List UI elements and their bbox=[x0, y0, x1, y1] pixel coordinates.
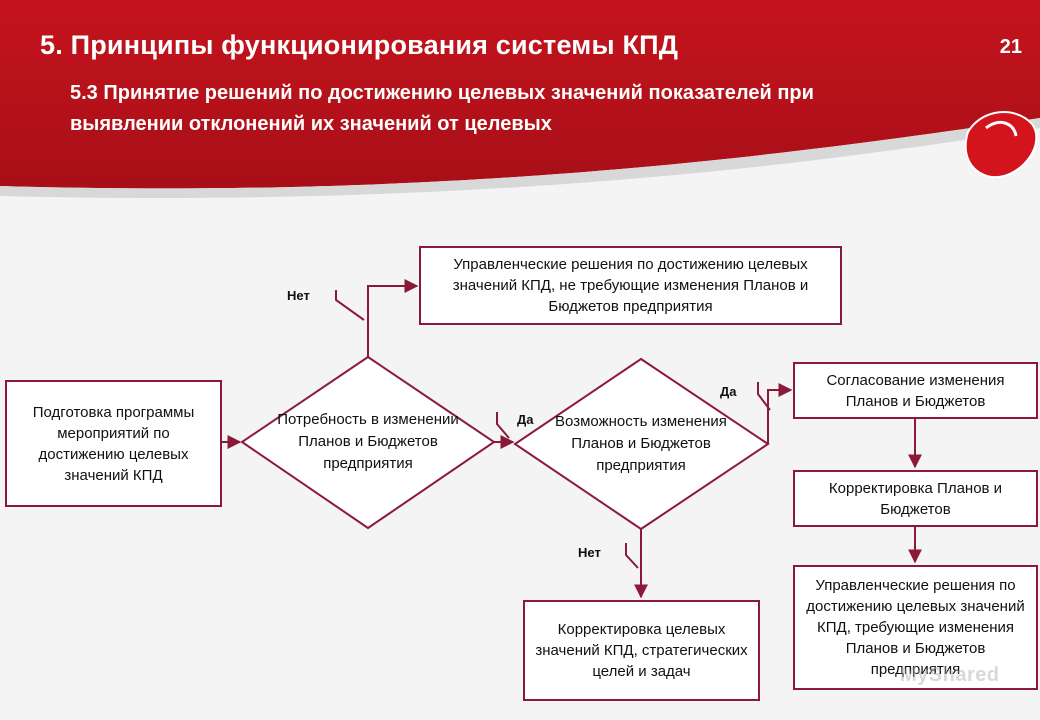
logo-shape bbox=[964, 111, 1038, 179]
bottom-box: Корректировка целевых значений КПД, стра… bbox=[523, 600, 760, 701]
right-box-1: Согласование изменения Планов и Бюджетов bbox=[793, 362, 1038, 419]
watermark: MyShared bbox=[900, 664, 1000, 686]
tick-yes-2 bbox=[757, 382, 771, 411]
right-box-2: Корректировка Планов и Бюджетов bbox=[793, 470, 1038, 527]
page-subtitle: 5.3 Принятие решений по достижению целев… bbox=[70, 82, 814, 135]
page-title: 5. Принципы функционирования системы КПД bbox=[40, 30, 679, 60]
label-no-1: Нет bbox=[287, 288, 310, 303]
tick-yes-1 bbox=[496, 412, 510, 439]
page-number: 21 bbox=[999, 36, 1022, 58]
label-yes-1: Да bbox=[517, 412, 534, 427]
tick-no-2 bbox=[625, 543, 639, 569]
start-box: Подготовка программы мероприятий по дост… bbox=[5, 380, 222, 507]
right-box-3: Управленческие решения по достижению цел… bbox=[793, 565, 1038, 690]
decision-1-diamond bbox=[240, 355, 496, 530]
label-yes-2: Да bbox=[720, 384, 737, 399]
label-no-2: Нет bbox=[578, 545, 601, 560]
decision-2-text: Возможность изменения Планов и Бюджетов … bbox=[555, 413, 727, 474]
arrow-decision-1-no bbox=[367, 279, 419, 357]
top-box: Управленческие решения по достижению цел… bbox=[419, 246, 842, 325]
tick-no-1 bbox=[335, 290, 365, 321]
decision-1-text: Потребность в изменении Планов и Бюджето… bbox=[277, 411, 459, 472]
arrow-decision-2-yes bbox=[767, 383, 793, 444]
